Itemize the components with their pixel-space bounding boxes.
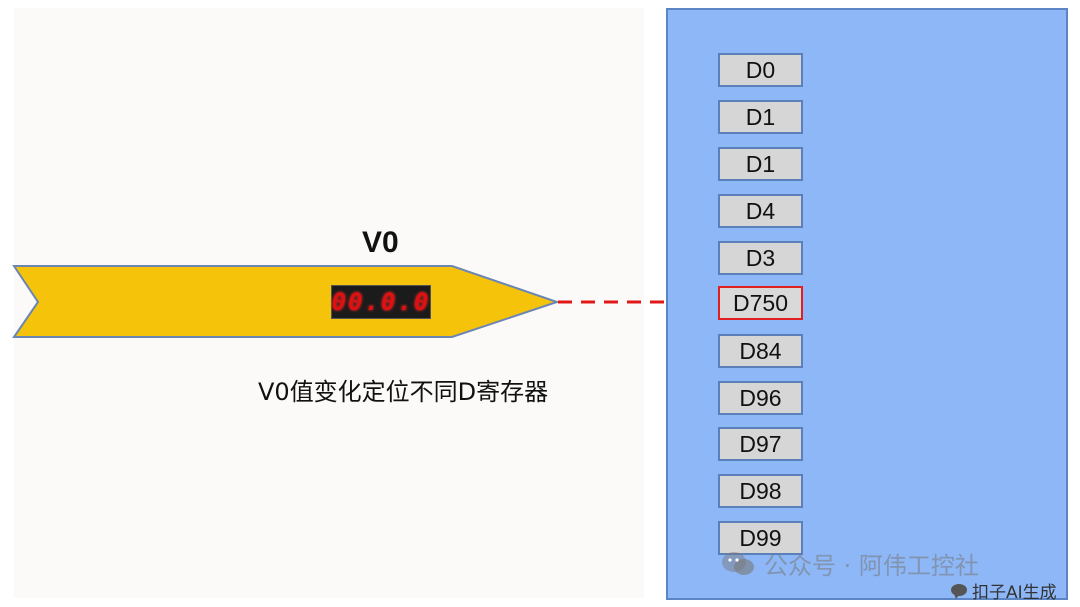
watermark: 公众号 · 阿伟工控社 <box>720 546 979 581</box>
register-box-highlighted: D750 <box>718 286 803 320</box>
register-box: D98 <box>718 474 803 508</box>
register-box: D99 <box>718 521 803 555</box>
register-box: D0 <box>718 53 803 87</box>
pointer-arrow-shape <box>12 265 561 338</box>
diagram-caption: V0值变化定位不同D寄存器 <box>258 378 549 406</box>
register-box: D1 <box>718 147 803 181</box>
ai-generated-mark: 扣子AI生成 <box>950 578 1057 603</box>
value-display: 00.0.0 <box>331 285 431 319</box>
pointer-label: V0 <box>362 226 399 259</box>
register-box: D3 <box>718 241 803 275</box>
chat-bubble-icon <box>951 583 967 599</box>
value-display-digits: 00.0.0 <box>331 288 431 316</box>
register-box: D96 <box>718 381 803 415</box>
register-box: D1 <box>718 100 803 134</box>
register-box: D4 <box>718 194 803 228</box>
ai-generated-text: 扣子AI生成 <box>972 583 1057 603</box>
register-box: D97 <box>718 427 803 461</box>
register-box: D84 <box>718 334 803 368</box>
wechat-icon <box>722 551 754 575</box>
watermark-text: 公众号 · 阿伟工控社 <box>764 552 979 580</box>
